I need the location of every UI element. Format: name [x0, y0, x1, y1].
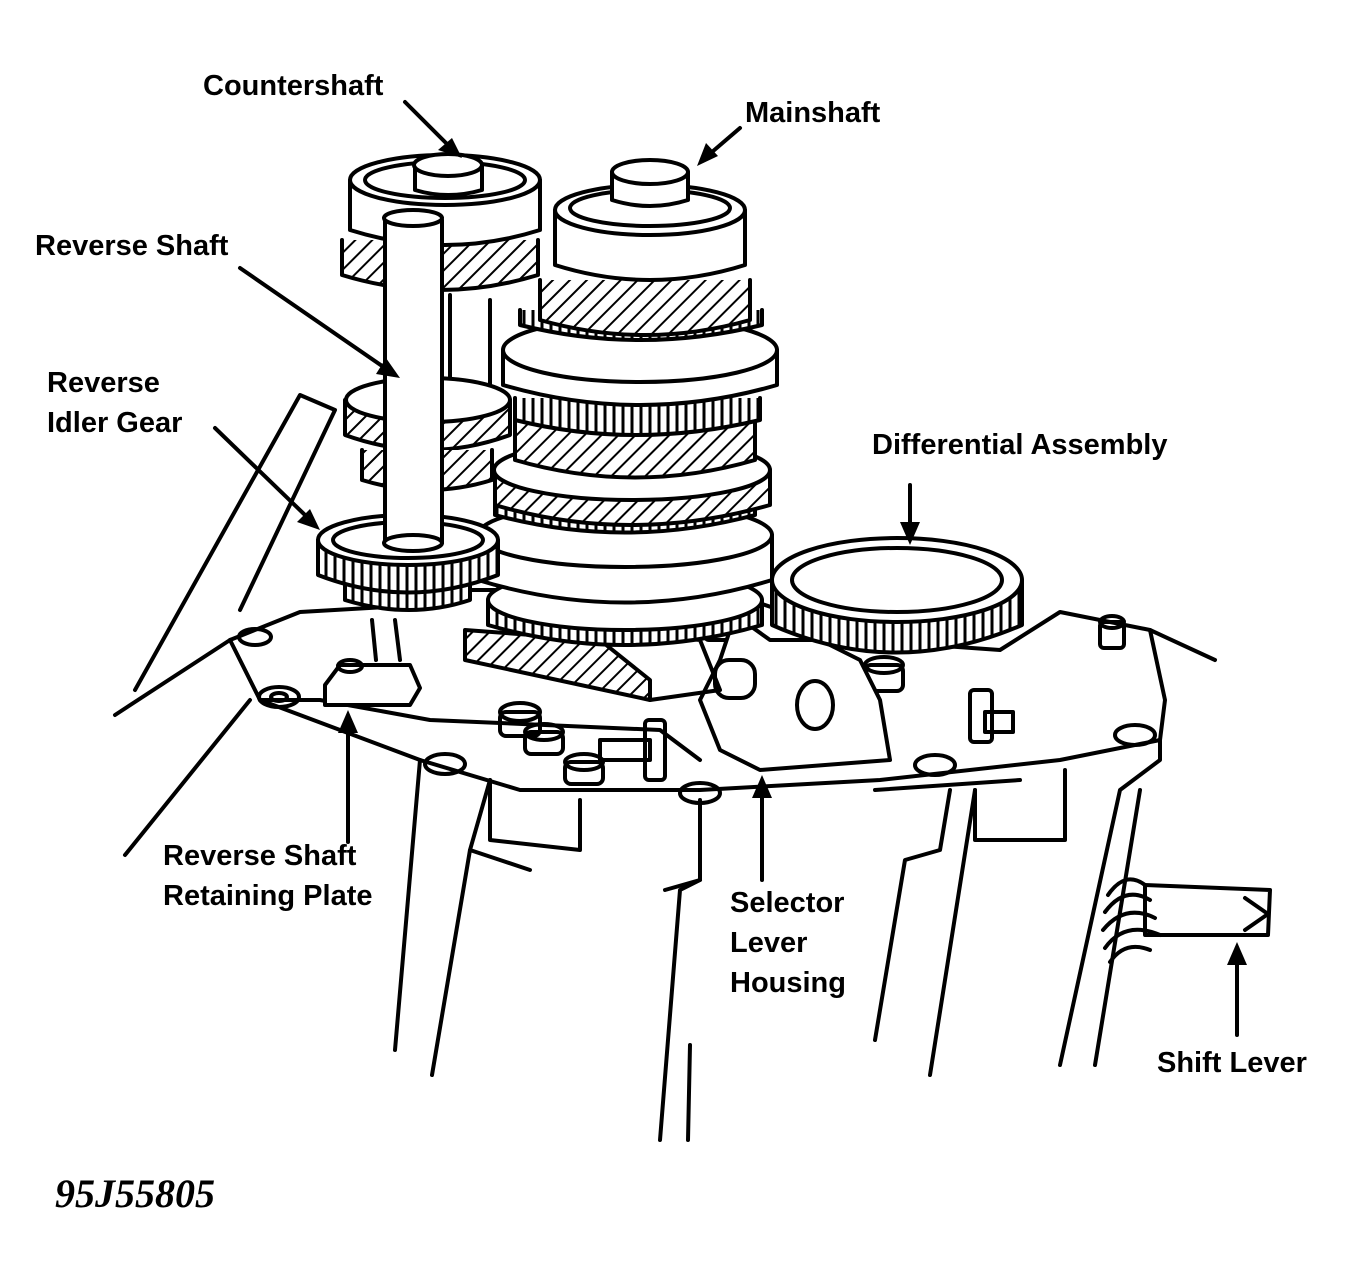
- reverse-shaft: [382, 208, 444, 553]
- label-selector-line2: Lever: [730, 927, 808, 959]
- case-bolts: [237, 590, 1157, 805]
- reverse-shaft-retaining-plate: [323, 618, 422, 707]
- label-differential-assembly: Differential Assembly: [872, 429, 1168, 461]
- label-retaining-plate-line2: Retaining Plate: [163, 880, 373, 912]
- label-selector-line1: Selector: [730, 887, 845, 919]
- label-reverse-idler-gear-line2: Idler Gear: [47, 407, 183, 439]
- label-selector-line3: Housing: [730, 967, 846, 999]
- selector-lever-housing: [698, 613, 892, 772]
- label-countershaft: Countershaft: [203, 70, 384, 102]
- label-reverse-idler-gear-line1: Reverse: [47, 367, 160, 399]
- shift-lever: [1101, 877, 1272, 964]
- mainshaft-gear-stack: [463, 158, 779, 702]
- arrow-heads: [297, 138, 1247, 965]
- label-shift-lever: Shift Lever: [1157, 1047, 1307, 1079]
- figure-code: 95J55805: [55, 1171, 215, 1216]
- label-mainshaft: Mainshaft: [745, 97, 881, 129]
- label-retaining-plate-line1: Reverse Shaft: [163, 840, 357, 872]
- label-reverse-shaft: Reverse Shaft: [35, 230, 229, 262]
- differential-assembly: [770, 536, 1024, 655]
- leader-lines: [213, 100, 1239, 1037]
